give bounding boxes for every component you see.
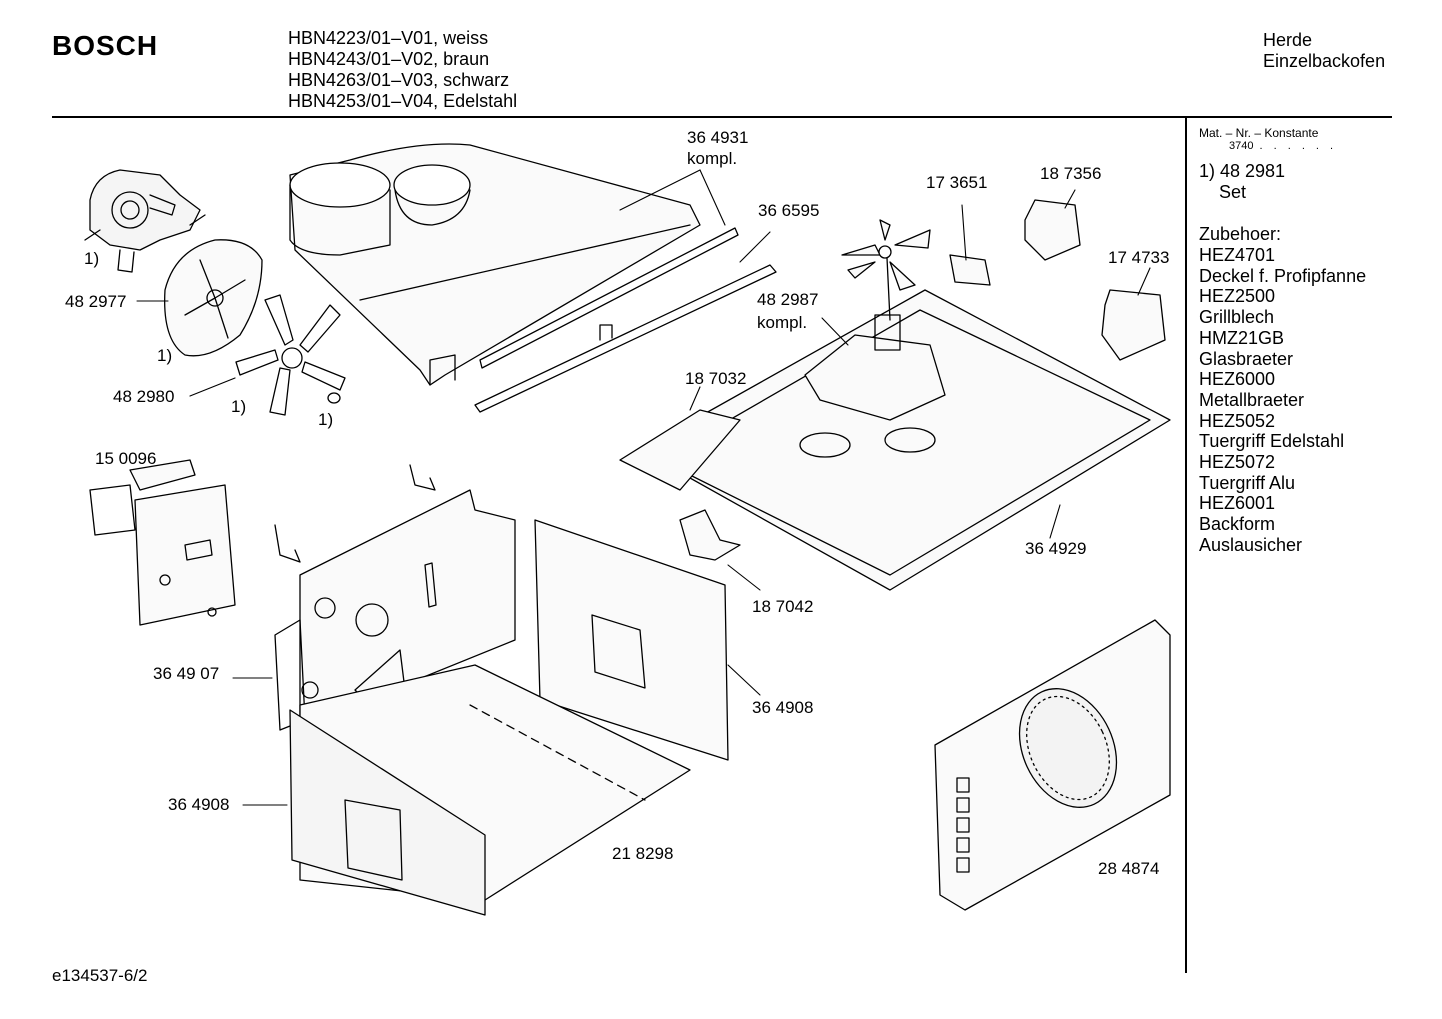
accessories-list: HEZ4701 Deckel f. Profipfanne HEZ2500 Gr… (1199, 245, 1434, 556)
material-dots: . . . . . . (1259, 140, 1338, 152)
accessory-item: HMZ21GB (1199, 327, 1285, 348)
footnote-set-label: Set (1219, 182, 1247, 202)
model-list: HBN4223/01–V01, weiss HBN4243/01–V02, br… (288, 28, 517, 112)
label-36-49-07: 36 49 07 (153, 664, 219, 683)
label-18-7042: 18 7042 (752, 597, 813, 616)
leader-line (1049, 504, 1061, 539)
accessory-item: Grillblech (1199, 307, 1275, 328)
model-line: HBN4263/01–V03, schwarz (288, 70, 510, 90)
model-line: HBN4223/01–V01, weiss (288, 28, 489, 48)
leader-line (1064, 189, 1076, 209)
sidebar-divider (1185, 118, 1187, 973)
label-48-2977: 48 2977 (65, 292, 126, 311)
drawing-id: e134537-6/2 (52, 966, 148, 985)
floor-plate-drawing (619, 289, 1171, 591)
label-36-4908-right: 36 4908 (752, 698, 813, 717)
leader-lines (136, 169, 1151, 806)
header-divider (52, 116, 1392, 118)
leader-line (189, 377, 236, 397)
note-1-fan: 1) (231, 397, 246, 416)
bracket-top-drawing (409, 464, 436, 491)
thermal-fuse-drawing (679, 509, 741, 561)
leader-line (739, 231, 771, 263)
fan-back-plate-drawing (164, 239, 263, 357)
accessory-item: HEZ5052 (1199, 410, 1276, 431)
switch-block-drawing (89, 459, 236, 626)
trim-strip-drawing (479, 227, 739, 369)
brand-logo: BOSCH (52, 30, 159, 61)
label-18-7356: 18 7356 (1040, 164, 1101, 183)
bracket-left-drawing (274, 524, 301, 563)
leader-line (727, 564, 761, 591)
leader-line (727, 664, 761, 696)
bottom-tray-drawing (289, 664, 691, 916)
label-28-4874: 28 4874 (1098, 859, 1159, 878)
label-36-4929: 36 4929 (1025, 539, 1086, 558)
accessory-item: HEZ6001 (1199, 493, 1276, 514)
model-line: HBN4243/01–V02, braun (288, 49, 490, 69)
leader-line (699, 169, 726, 226)
accessory-item: Auslausicher (1199, 534, 1303, 555)
leader-line (619, 169, 701, 211)
leader-line (1137, 267, 1151, 296)
category-line: Einzelbackofen (1263, 51, 1386, 71)
accessory-item: HEZ5072 (1199, 452, 1276, 473)
label-36-6595: 36 6595 (758, 201, 819, 220)
footnote-set-number: 1) 48 2981 (1199, 161, 1286, 181)
label-36-4931-kompl: kompl. (687, 149, 737, 168)
category-line: Herde (1263, 30, 1313, 50)
fan-impeller-drawing (235, 294, 346, 416)
rear-fan-cover-drawing (934, 619, 1171, 911)
leader-line (689, 386, 701, 411)
accessory-item: Tuergriff Edelstahl (1199, 431, 1345, 452)
leader-line (821, 317, 849, 346)
label-21-8298: 21 8298 (612, 844, 673, 863)
label-48-2987: 48 2987 (757, 290, 818, 309)
accessories-header: Zubehoer: (1199, 224, 1282, 244)
product-category: Herde Einzelbackofen (1263, 30, 1385, 72)
label-48-2980: 48 2980 (113, 387, 174, 406)
label-18-7032: 18 7032 (685, 369, 746, 388)
accessory-item: Tuergriff Alu (1199, 472, 1296, 493)
accessory-item: Glasbraeter (1199, 348, 1294, 369)
side-panel-right-drawing (534, 519, 729, 761)
label-48-2987-kompl: kompl. (757, 313, 807, 332)
material-constant: 3740 (1229, 140, 1254, 152)
label-17-3651: 17 3651 (926, 173, 987, 192)
fan-nut-drawing (327, 392, 341, 404)
model-line: HBN4253/01–V04, Edelstahl (288, 91, 518, 111)
accessory-item: HEZ6000 (1199, 369, 1276, 390)
label-17-4733: 17 4733 (1108, 248, 1169, 267)
convection-fan-drawing (804, 219, 946, 421)
label-36-4908-left: 36 4908 (168, 795, 229, 814)
material-number-label: Mat. – Nr. – Konstante (1199, 126, 1319, 140)
rail-strip-drawing (474, 264, 777, 413)
thermostat-drawing (949, 254, 991, 286)
accessory-item: Backform (1199, 514, 1276, 535)
parts-sidebar: Mat. – Nr. – Konstante 3740 . . . . . . 1… (1199, 126, 1434, 556)
accessory-item: HEZ2500 (1199, 286, 1276, 307)
label-15-0096: 15 0096 (95, 449, 156, 468)
note-1-plate: 1) (157, 346, 172, 365)
note-1-nut: 1) (318, 410, 333, 429)
fan-motor-drawing (84, 169, 206, 273)
material-number-value: 3740 . . . . . . (1229, 140, 1434, 153)
accessory-item: HEZ4701 (1199, 245, 1276, 265)
accessory-item: Metallbraeter (1199, 389, 1305, 410)
accessory-item: Deckel f. Profipfanne (1199, 265, 1367, 286)
leader-line (961, 204, 967, 261)
relay-drawing (1101, 289, 1166, 361)
transformer-drawing (1024, 199, 1081, 261)
label-36-4931: 36 4931 (687, 128, 748, 147)
note-1-motor: 1) (84, 249, 99, 268)
top-cover-drawing (289, 143, 701, 386)
